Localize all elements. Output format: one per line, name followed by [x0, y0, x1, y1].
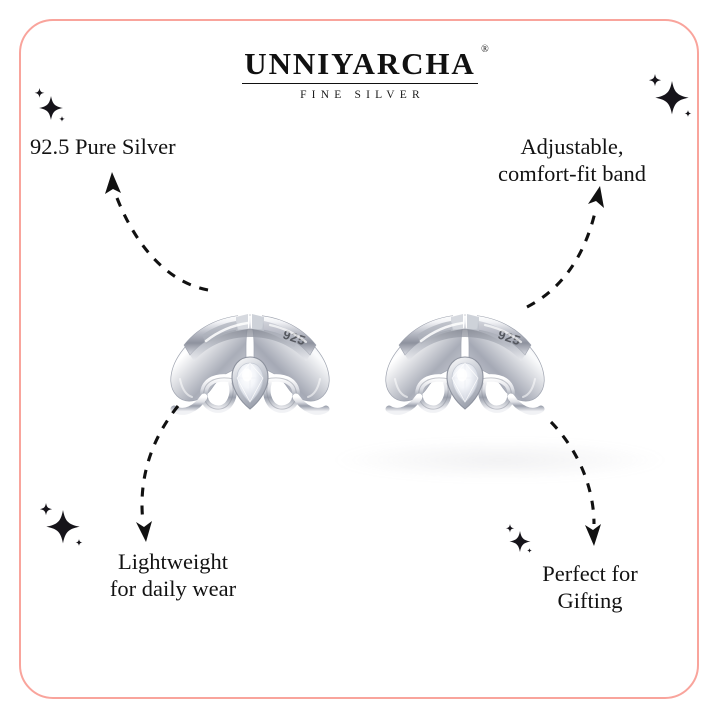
- sparkle-bottom-left-icon: [39, 503, 83, 546]
- feature-label-adjustable: Adjustable, comfort-fit band: [497, 134, 647, 187]
- registered-trademark-icon: ®: [481, 44, 489, 55]
- brand-name: UNNIYARCHA ®: [242, 45, 489, 84]
- feature-label-purity: 92.5 Pure Silver: [30, 134, 176, 159]
- sparkle-top-right-icon: [648, 74, 692, 117]
- sparkle-bottom-right-icon: [505, 524, 532, 553]
- product-image-toe-ring-pair: 925: [140, 275, 665, 490]
- brand-tagline: FINE SILVER: [300, 89, 425, 101]
- feature-label-gifting: Perfect for Gifting: [542, 561, 638, 614]
- brand-name-text: UNNIYARCHA: [244, 46, 476, 81]
- product-reflection-shadow: [335, 440, 665, 480]
- toe-ring-left: [171, 313, 329, 411]
- feature-label-lightweight: Lightweight for daily wear: [109, 549, 237, 602]
- sparkle-top-left-icon: [34, 88, 65, 122]
- arrow-purity: [105, 172, 209, 292]
- toe-ring-right: [386, 313, 544, 411]
- brand-logo: UNNIYARCHA ® FINE SILVER: [0, 45, 720, 101]
